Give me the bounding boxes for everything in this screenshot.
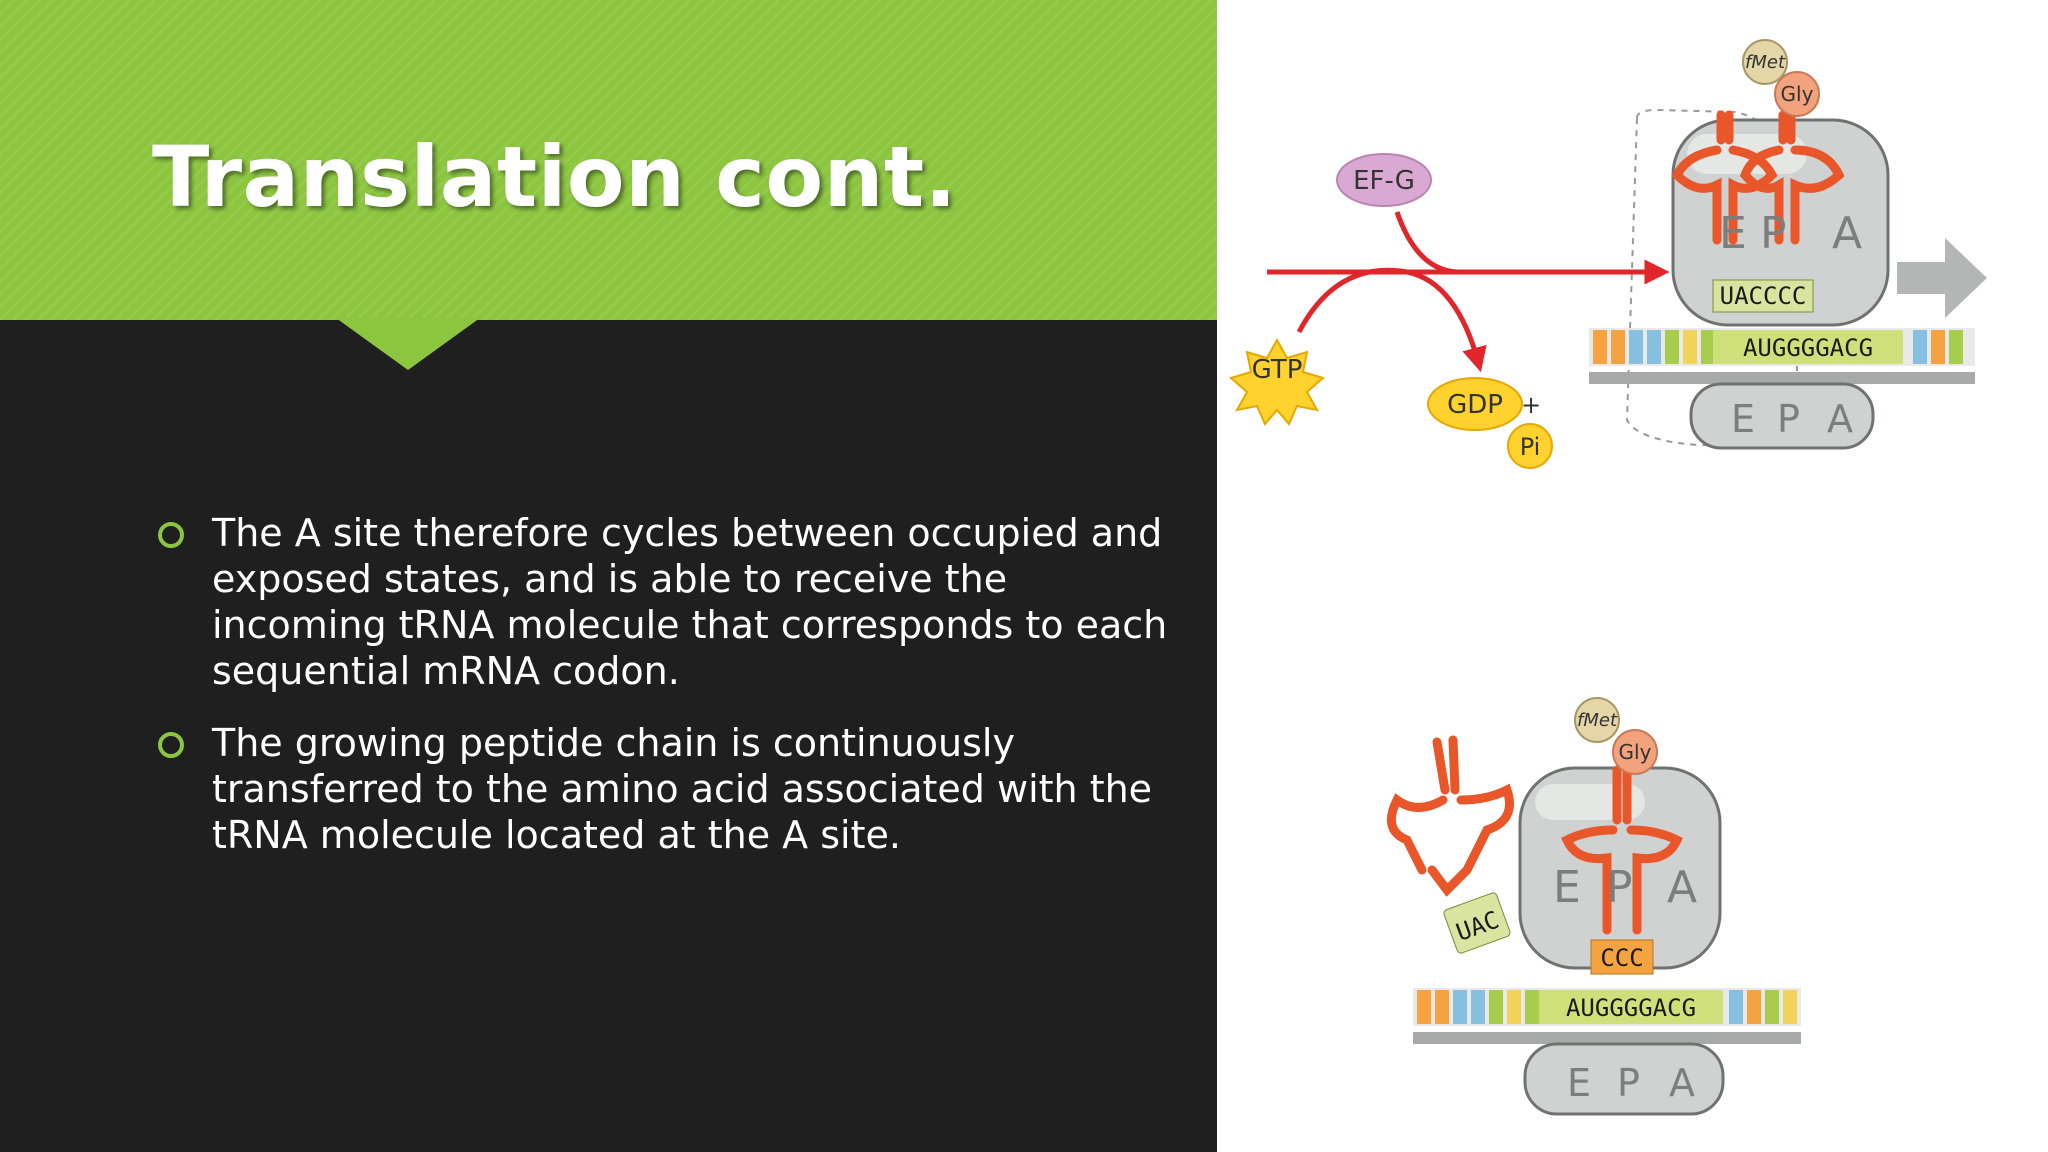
exiting-anticodon-box	[1443, 892, 1511, 954]
translocation-diagram: E P A fMet Gly UACCCC	[1228, 39, 1987, 469]
site-a-label: A	[1832, 208, 1862, 259]
pi-bubble	[1507, 423, 1553, 469]
gly-residue	[1612, 729, 1658, 775]
codon-window	[1539, 990, 1723, 1024]
anticodon-box	[1590, 939, 1654, 975]
bullet-list: The A site therefore cycles between occu…	[152, 510, 1172, 884]
title-band	[0, 0, 1217, 320]
mrna-rail	[1589, 372, 1975, 384]
efg-arrow	[1394, 211, 1458, 275]
plus-sign: +	[1521, 391, 1541, 419]
mrna-strand: AUGGGGACG	[1413, 988, 1801, 1044]
small-site-p-label: P	[1617, 1061, 1640, 1105]
mrna-sequence: AUGGGGACG	[1743, 334, 1873, 362]
fmet-residue	[1742, 39, 1788, 85]
bullet-text: The growing peptide chain is continuousl…	[212, 721, 1153, 857]
fmet-label: fMet	[1745, 52, 1786, 73]
mrna-strand: AUGGGGACG	[1589, 328, 1975, 384]
bullet-text: The A site therefore cycles between occu…	[212, 511, 1168, 693]
exiting-trna	[1386, 735, 1514, 897]
site-a-label: A	[1667, 862, 1697, 913]
fmet-label: fMet	[1577, 710, 1618, 731]
gly-label: Gly	[1619, 740, 1652, 764]
pi-label: Pi	[1520, 433, 1541, 461]
fmet-residue	[1574, 697, 1620, 743]
site-p-label: P	[1606, 862, 1633, 913]
bullet-item: The A site therefore cycles between occu…	[152, 510, 1172, 694]
efg-bubble	[1336, 153, 1432, 207]
gtp-hydrolysis-arrow	[1296, 267, 1487, 373]
anticodon-box	[1712, 279, 1814, 313]
movement-arrow	[1897, 238, 1987, 318]
small-subunit	[1523, 1042, 1725, 1116]
gly-label: Gly	[1781, 82, 1814, 106]
trna-p-site	[1671, 110, 1778, 245]
ribosome-diagram: E P A fMet Gly UACCCC	[1228, 39, 1987, 1116]
codon-window	[1713, 330, 1903, 364]
diagram-area: E P A fMet Gly UACCCC	[1217, 0, 2048, 1152]
gdp-bubble	[1427, 377, 1523, 431]
circle-bullet-icon	[158, 732, 184, 758]
trna-a-site	[1739, 110, 1845, 245]
efg-label: EF-G	[1353, 166, 1415, 196]
gly-residue	[1774, 71, 1820, 117]
site-e-label: E	[1719, 208, 1747, 259]
site-e-label: E	[1553, 862, 1581, 913]
dashed-outline	[1625, 108, 1798, 447]
gtp-label: GTP	[1252, 355, 1303, 385]
bullet-item: The growing peptide chain is continuousl…	[152, 720, 1172, 858]
circle-bullet-icon	[158, 522, 184, 548]
post-translocation-diagram: UAC E P A fMet Gly CCC	[1386, 697, 1801, 1116]
mrna-sequence: AUGGGGACG	[1566, 994, 1696, 1022]
small-site-e-label: E	[1731, 397, 1755, 441]
site-p-label: P	[1760, 208, 1787, 259]
gtp-starburst	[1228, 337, 1326, 426]
small-site-a-label: A	[1669, 1061, 1695, 1105]
slide-title: Translation cont.	[152, 128, 958, 226]
trna-p-site	[1561, 765, 1683, 935]
mrna-rail	[1413, 1032, 1801, 1044]
small-site-e-label: E	[1567, 1061, 1591, 1105]
anticodon-text: UACCCC	[1720, 282, 1807, 310]
small-site-a-label: A	[1827, 397, 1853, 441]
content-panel	[0, 320, 1217, 1152]
gdp-label: GDP	[1447, 390, 1503, 420]
small-site-p-label: P	[1777, 397, 1800, 441]
small-subunit	[1689, 382, 1875, 450]
title-notch	[336, 318, 480, 370]
anticodon-text: CCC	[1600, 944, 1643, 972]
